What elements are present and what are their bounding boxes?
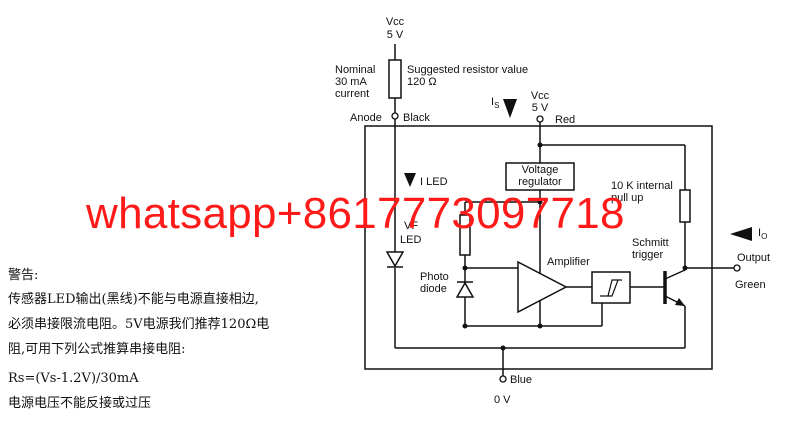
vcc-right-voltage: 5 V — [531, 102, 549, 114]
output-terminal — [733, 264, 741, 272]
led-label: LED — [400, 234, 422, 246]
warning-line: 传感器LED输出(黑线)不能与电源直接相边, — [8, 292, 259, 307]
ground-terminal — [499, 375, 507, 383]
junction-dot — [537, 142, 543, 148]
amplifier-triangle — [517, 260, 568, 314]
supply-current-label: IS — [491, 96, 500, 111]
pullup-label: 10 K internal pull up — [611, 180, 673, 204]
amplifier-label: Amplifier — [547, 256, 590, 268]
red-wire-label: Red — [555, 114, 576, 126]
hysteresis-symbol — [600, 279, 622, 297]
supply-current-arrow — [503, 99, 517, 118]
transistor-emitter-arrow — [675, 298, 685, 306]
anode-label: Anode — [350, 112, 382, 124]
vcc-right-label: Vcc — [530, 90, 550, 102]
junction-dot — [537, 323, 543, 329]
photodiode-symbol — [455, 281, 475, 298]
suggested-resistor-label: Suggested resistor value 120 Ω — [407, 64, 529, 88]
watermark-text: whatsapp+8617773097718 — [86, 189, 625, 238]
junction-dot — [462, 323, 468, 329]
junction-dot — [462, 265, 468, 271]
warning-line: 必须串接限流电阻。5V电源我们推荐120Ω电 — [8, 317, 270, 332]
warning-title: 警告: — [8, 268, 39, 283]
warning-line: 阻,可用下列公式推算串接电阻: — [8, 342, 186, 357]
led-diode — [385, 251, 405, 268]
vf-label: VF — [404, 220, 419, 232]
pullup-resistor — [679, 189, 691, 223]
junction-dot — [537, 199, 543, 205]
anode-terminal — [391, 112, 399, 120]
output-label: Output — [737, 252, 771, 264]
led-current-label: I LED — [420, 176, 448, 188]
sensor-package-outline — [364, 125, 713, 370]
output-current-label: IO — [758, 227, 768, 242]
formula-line: Rs=(Vs-1.2V)/30mA — [8, 371, 139, 386]
vcc-top-label: Vcc — [385, 16, 405, 28]
led-current-arrow — [404, 173, 416, 187]
voltage-regulator-label: Voltage regulator — [518, 164, 562, 188]
external-resistor — [388, 59, 402, 99]
blue-wire-label: Blue — [510, 374, 533, 386]
nominal-current-label: Nominal 30 mA current — [335, 64, 376, 100]
schmitt-trigger-label: Schmitt trigger — [632, 237, 669, 261]
warning-line: 电源电压不能反接或过压 — [8, 396, 152, 411]
transistor-collector — [664, 269, 686, 280]
junction-dot — [500, 345, 506, 351]
ground-voltage-label: 0 V — [494, 394, 511, 406]
black-wire-label: Black — [403, 112, 430, 124]
vcc-top-voltage: 5 V — [386, 29, 404, 41]
photodiode-label: Photo diode — [420, 271, 449, 295]
output-current-arrow — [730, 227, 752, 241]
voltage-regulator-box — [505, 162, 575, 191]
junction-dot — [682, 265, 688, 271]
schmitt-trigger-box — [591, 271, 631, 304]
green-wire-label: Green — [735, 279, 766, 291]
vcc-terminal — [536, 115, 544, 123]
